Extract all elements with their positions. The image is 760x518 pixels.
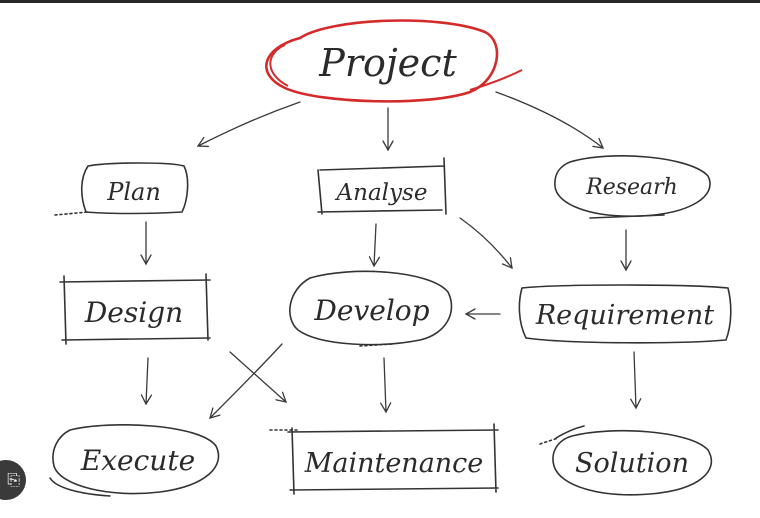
requirement-label: Requirement <box>535 300 714 331</box>
arrow-requirement-solution <box>630 351 642 410</box>
node-plan: Plan <box>54 162 189 216</box>
arrow-analyse-develop <box>368 223 381 268</box>
node-maintenance: Maintenance <box>269 423 499 495</box>
arrow-analyse-requirement <box>459 217 513 270</box>
node-research: Researh <box>554 155 711 219</box>
solution-ellipse <box>552 429 713 496</box>
develop-label: Develop <box>313 294 429 327</box>
maintenance-label: Maintenance <box>304 448 484 479</box>
arrow-develop-execute <box>209 343 283 419</box>
arrow-design-maintenance <box>229 351 288 403</box>
execute-label: Execute <box>80 444 195 477</box>
arrow-project-plan <box>196 101 301 148</box>
connectors <box>140 91 642 419</box>
arrow-develop-maintenance <box>380 357 392 414</box>
node-execute: Execute <box>49 424 220 497</box>
top-border <box>0 0 760 3</box>
project-ellipse <box>265 19 499 103</box>
plan-label: Plan <box>106 178 161 206</box>
research-label: Researh <box>585 175 678 200</box>
research-ellipse <box>554 155 711 217</box>
analyse-box <box>317 157 447 215</box>
solution-dash <box>539 437 559 445</box>
execute-ellipse <box>52 424 220 495</box>
project-label: Project <box>318 41 457 85</box>
plan-underline <box>54 211 89 216</box>
arrow-project-research <box>495 91 605 149</box>
project-ellipse-tail <box>269 44 523 91</box>
arrow-design-execute <box>140 357 153 406</box>
develop-underline <box>359 343 393 347</box>
node-solution: Solution <box>539 425 713 496</box>
design-box <box>59 273 211 345</box>
node-develop: Develop <box>289 270 453 347</box>
design-label: Design <box>84 296 183 329</box>
maintenance-box <box>287 423 499 495</box>
execute-tail <box>49 477 111 497</box>
node-requirement: Requirement <box>518 284 732 344</box>
requirement-box <box>518 284 732 344</box>
solution-label: Solution <box>575 448 689 479</box>
research-underline <box>589 214 665 219</box>
plan-box <box>80 162 189 215</box>
solution-stroke <box>555 425 585 439</box>
analyse-label: Analyse <box>335 180 428 206</box>
node-project: Project <box>265 19 523 103</box>
node-analyse: Analyse <box>317 157 447 215</box>
node-design: Design <box>59 273 211 345</box>
develop-ellipse <box>289 270 453 346</box>
